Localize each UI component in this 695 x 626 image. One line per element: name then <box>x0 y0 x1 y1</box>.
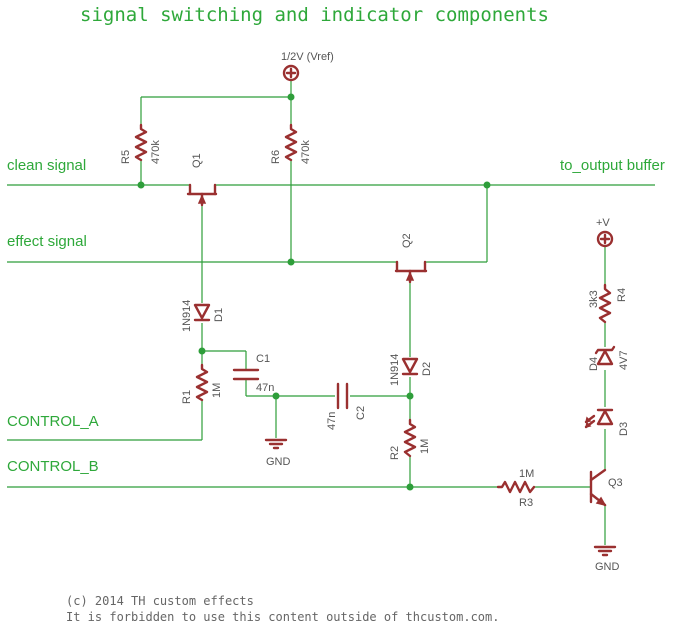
diode-ref: D2 <box>421 362 433 376</box>
capacitor-value: 47n <box>256 382 274 394</box>
resistor-r1: R1 1M <box>181 363 223 404</box>
capacitor-ref: C1 <box>256 353 270 365</box>
diode-ref: D1 <box>213 308 225 322</box>
net-label-effect-signal: effect signal <box>7 233 87 250</box>
diode-ref: D3 <box>618 422 630 436</box>
net-label-clean-signal: clean signal <box>7 157 86 174</box>
junction-dot <box>198 347 206 355</box>
diode-value: 4V7 <box>618 350 630 370</box>
resistor-r5: R5 470k <box>120 123 162 164</box>
gnd-label: GND <box>595 561 620 573</box>
diode-ref: D4 <box>588 357 600 371</box>
gnd-label: GND <box>266 456 291 468</box>
net-label-control-a: CONTROL_A <box>7 413 99 430</box>
wires <box>7 80 655 545</box>
junction-dot <box>406 483 414 491</box>
resistor-ref: R3 <box>519 497 533 509</box>
resistor-r2: R2 1M <box>389 418 431 460</box>
net-label-control-b: CONTROL_B <box>7 458 99 475</box>
junction-dot <box>137 181 145 189</box>
transistor-q2: Q2 <box>394 233 428 284</box>
resistor-value: 470k <box>150 140 162 164</box>
net-label-output-buffer: to_output buffer <box>560 157 665 174</box>
ground-symbol-1: GND <box>264 438 291 468</box>
resistor-ref: R5 <box>120 150 132 164</box>
vref-label: 1/2V (Vref) <box>281 51 334 63</box>
copyright-line-1: (c) 2014 TH custom effects <box>66 594 254 608</box>
diode-value: 1N914 <box>181 300 193 332</box>
capacitor-c1: C1 47n <box>232 353 274 394</box>
resistor-r4: 3k3 R4 <box>588 283 628 324</box>
junction-dot <box>287 93 295 101</box>
vref-supply: 1/2V (Vref) <box>281 51 334 82</box>
copyright-line-2: It is forbidden to use this content outs… <box>66 610 499 624</box>
resistor-ref: R6 <box>270 150 282 164</box>
transistor-ref: Q3 <box>608 477 623 489</box>
junction-dot <box>483 181 491 189</box>
resistor-r6: R6 470k <box>270 123 312 164</box>
capacitor-value: 47n <box>326 412 338 430</box>
resistor-ref: R4 <box>616 288 628 302</box>
resistor-ref: R2 <box>389 446 401 460</box>
resistor-value: 470k <box>300 140 312 164</box>
transistor-ref: Q1 <box>191 153 203 168</box>
junction-dot <box>287 258 295 266</box>
resistor-ref: R1 <box>181 390 193 404</box>
diode-value: 1N914 <box>389 354 401 386</box>
vplus-label: +V <box>596 217 610 229</box>
diagram-title: signal switching and indicator component… <box>80 4 549 26</box>
diode-d1: 1N914 D1 <box>181 300 225 332</box>
capacitor-ref: C2 <box>355 406 367 420</box>
resistor-r3: 1M R3 <box>496 468 536 509</box>
vplus-supply: +V <box>596 217 614 248</box>
junction-dot <box>406 392 414 400</box>
junction-dot <box>272 392 280 400</box>
resistor-value: 3k3 <box>588 290 600 308</box>
zener-diode-d4: D4 4V7 <box>588 345 630 371</box>
diode-d2: 1N914 D2 <box>389 354 433 386</box>
resistor-value: 1M <box>519 468 534 480</box>
resistor-value: 1M <box>419 439 431 454</box>
transistor-ref: Q2 <box>401 233 413 248</box>
led-d3: D3 <box>584 408 630 436</box>
transistor-q3: Q3 <box>589 468 623 507</box>
resistor-value: 1M <box>211 383 223 398</box>
transistor-q1: Q1 <box>186 153 218 207</box>
capacitor-c2: 47n C2 <box>326 382 367 430</box>
junctions <box>137 93 491 491</box>
ground-symbol-2: GND <box>593 545 620 573</box>
